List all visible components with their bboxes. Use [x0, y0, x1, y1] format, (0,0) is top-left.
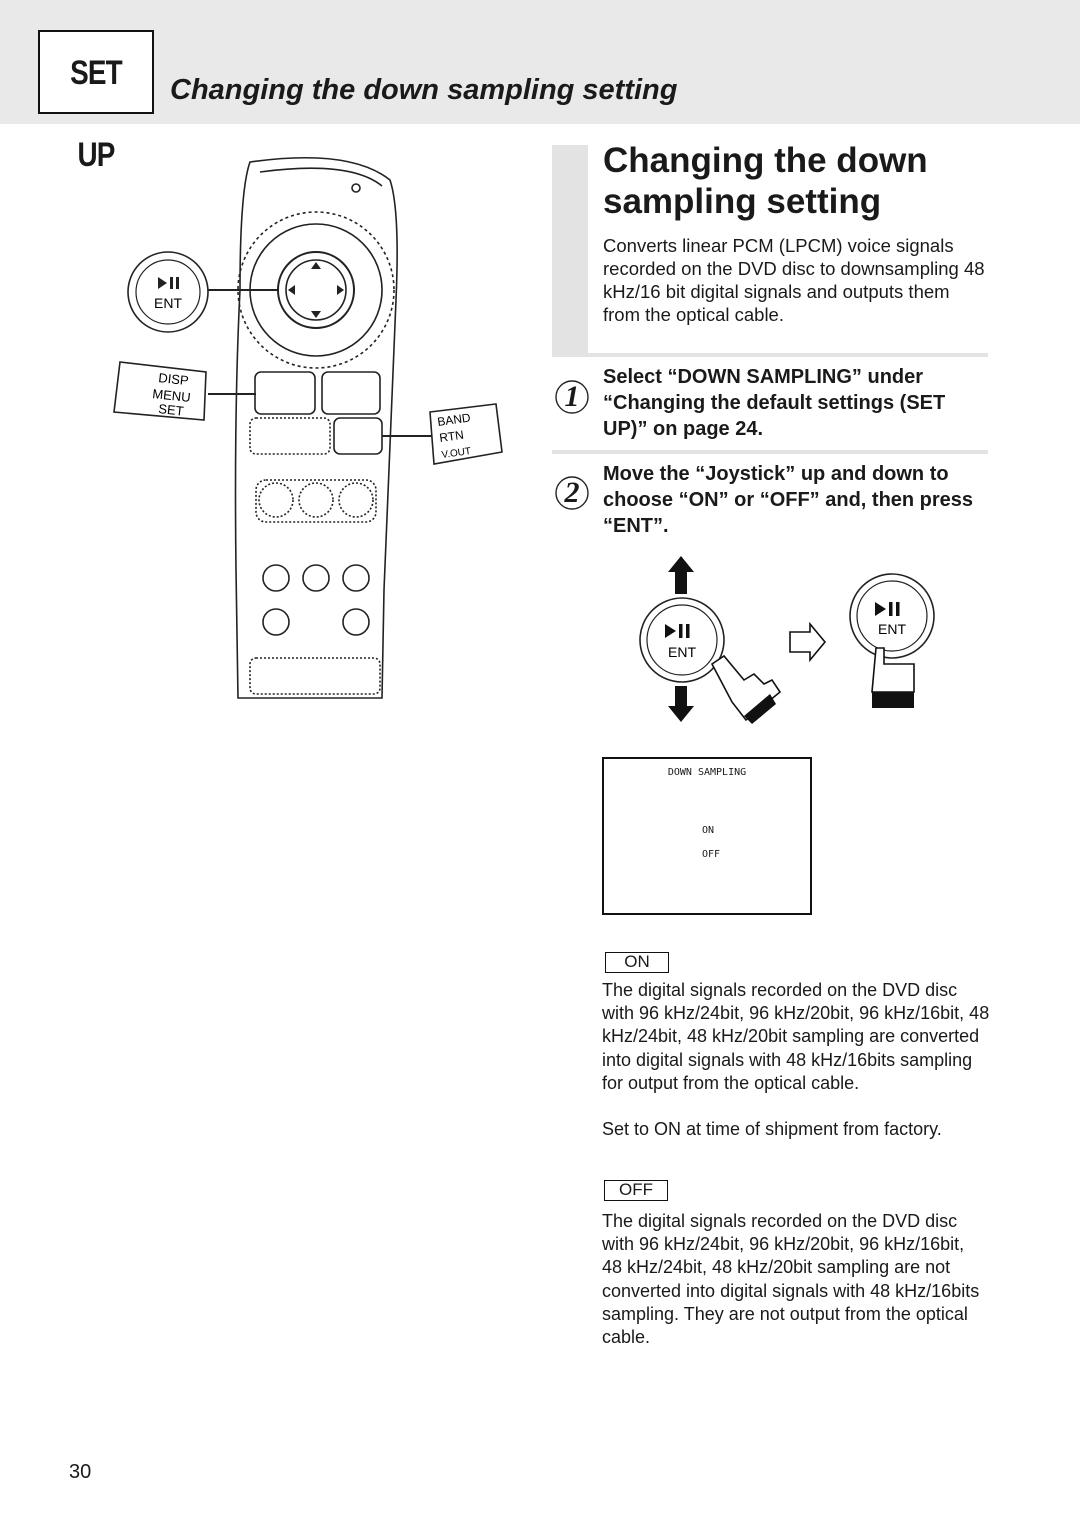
page-number: 30	[69, 1461, 92, 1483]
section-bar	[552, 145, 588, 353]
set-label: SET	[158, 401, 185, 419]
section-title-line2: sampling setting	[603, 182, 882, 221]
next-arrow-icon	[789, 621, 827, 663]
remote-control-illustration: ENT DISP MENU SET BAND RTN V.OUT	[113, 156, 503, 699]
ent-button: ENT	[849, 573, 935, 659]
hand-pointer-icon	[710, 654, 782, 724]
ent-button-label: ENT	[878, 621, 906, 637]
divider	[552, 450, 988, 454]
menu-label: MENU	[152, 386, 192, 405]
down-arrow-icon	[668, 686, 694, 722]
divider	[552, 353, 988, 357]
band-label: BAND	[436, 410, 471, 429]
off-option-label: OFF	[604, 1180, 668, 1201]
on-option-note: Set to ON at time of shipment from facto…	[602, 1119, 942, 1139]
step-1-number-icon	[555, 380, 589, 414]
ent-callout: ENT	[127, 251, 209, 333]
osd-option-on: ON	[702, 825, 715, 836]
rtn-label: RTN	[438, 428, 464, 445]
hand-press-icon	[871, 647, 915, 708]
step-2-number-icon	[555, 476, 589, 510]
step-2-text: Move the “Joystick” up and down to choos…	[603, 463, 974, 537]
section-title-line1: Changing the down	[603, 141, 928, 180]
vout-label: V.OUT	[441, 446, 472, 461]
osd-title: DOWN SAMPLING	[667, 767, 747, 778]
joystick-button: ENT	[639, 597, 725, 683]
joystick-ent-label: ENT	[668, 644, 696, 660]
setup-tab-label: SET UP	[70, 54, 123, 174]
section-title: Changing the down sampling setting	[603, 140, 983, 222]
ent-callout-label: ENT	[154, 295, 182, 311]
on-option-label: ON	[605, 952, 669, 973]
off-option-description: The digital signals recorded on the DVD …	[602, 1211, 980, 1348]
step-1-number: 1	[564, 380, 580, 413]
osd-option-off: OFF	[702, 849, 721, 860]
intro-text: Converts linear PCM (LPCM) voice signals…	[603, 235, 985, 325]
disp-menu-set-callout: DISP MENU SET	[113, 361, 207, 421]
up-arrow-icon	[668, 556, 694, 594]
step-1-text: Select “DOWN SAMPLING” under “Changing t…	[603, 366, 946, 440]
setup-tab: SET UP	[38, 30, 154, 174]
disp-label: DISP	[158, 370, 190, 388]
step-2-number: 2	[564, 476, 580, 509]
band-rtn-vout-callout: BAND RTN V.OUT	[429, 403, 503, 465]
joystick-illustration: ENT ENT	[639, 556, 935, 724]
header-band	[0, 0, 1080, 124]
on-option-description: The digital signals recorded on the DVD …	[602, 980, 990, 1093]
header-title: Changing the down sampling setting	[170, 74, 678, 106]
osd-screen: DOWN SAMPLING ON OFF	[602, 757, 812, 915]
